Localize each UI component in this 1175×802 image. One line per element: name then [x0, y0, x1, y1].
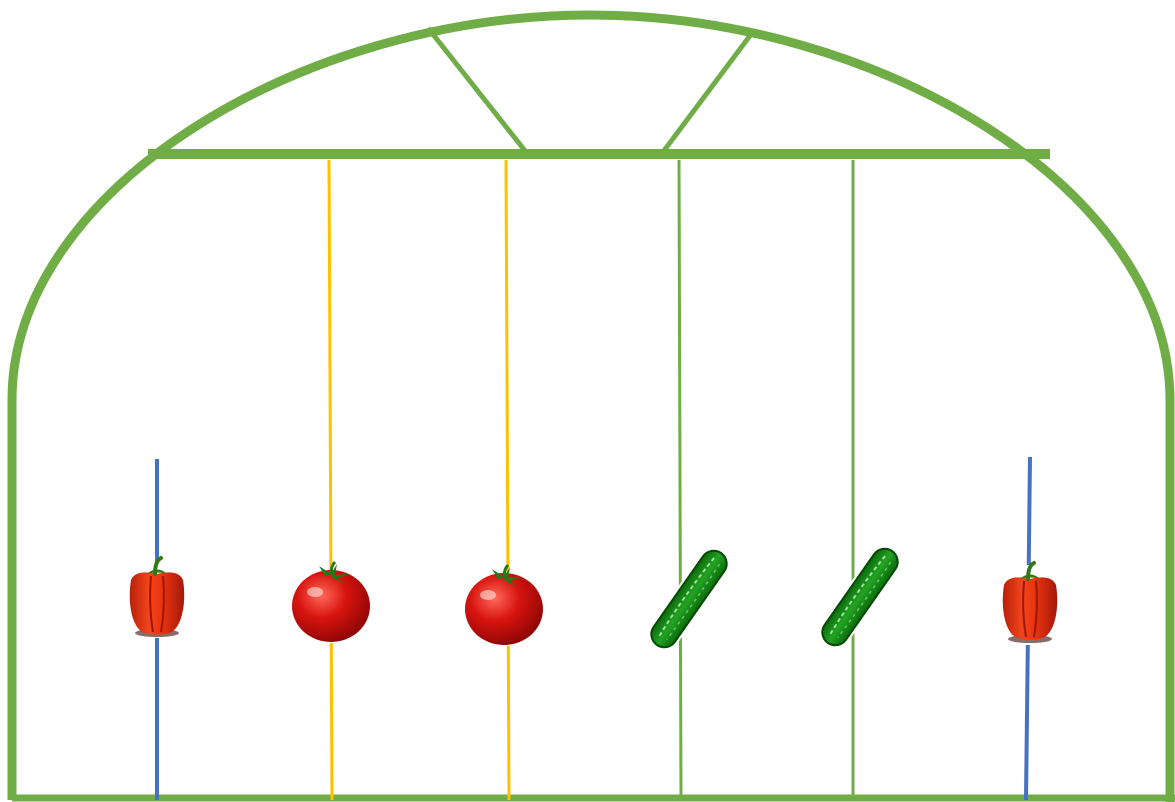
- right-brace: [663, 33, 752, 152]
- bell-pepper-icon: [1000, 563, 1060, 645]
- bell-pepper-icon: [127, 558, 187, 638]
- greenhouse-arch: [12, 15, 1170, 802]
- greenhouse-frame: [12, 15, 1175, 802]
- support-strings: [157, 160, 1030, 800]
- cucumber-string: [679, 160, 681, 800]
- cucumber-icon: [643, 542, 736, 655]
- cucumber-icon: [814, 540, 907, 653]
- tomato-string: [506, 160, 509, 800]
- tomato-icon: [464, 565, 544, 646]
- left-brace: [428, 28, 526, 152]
- plants: [127, 540, 1060, 655]
- tomato-icon: [291, 562, 371, 643]
- tomato-string: [329, 160, 332, 800]
